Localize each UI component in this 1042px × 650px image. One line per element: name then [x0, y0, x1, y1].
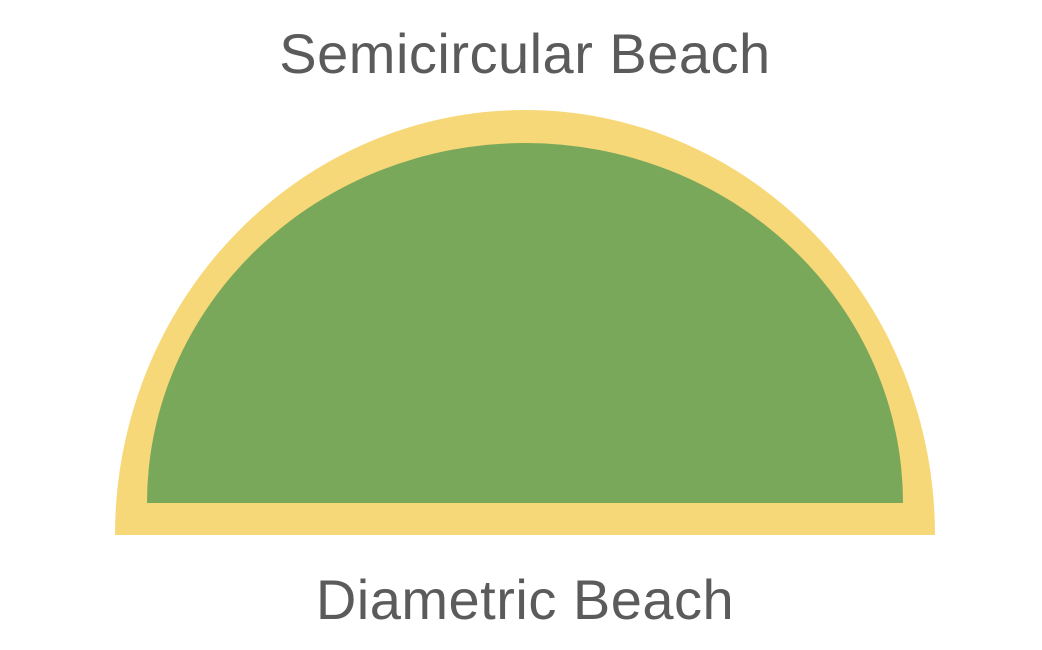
semicircular-beach-label: Semicircular Beach — [279, 22, 771, 85]
land-area — [147, 143, 903, 503]
diametric-beach-label: Diametric Beach — [315, 568, 735, 631]
